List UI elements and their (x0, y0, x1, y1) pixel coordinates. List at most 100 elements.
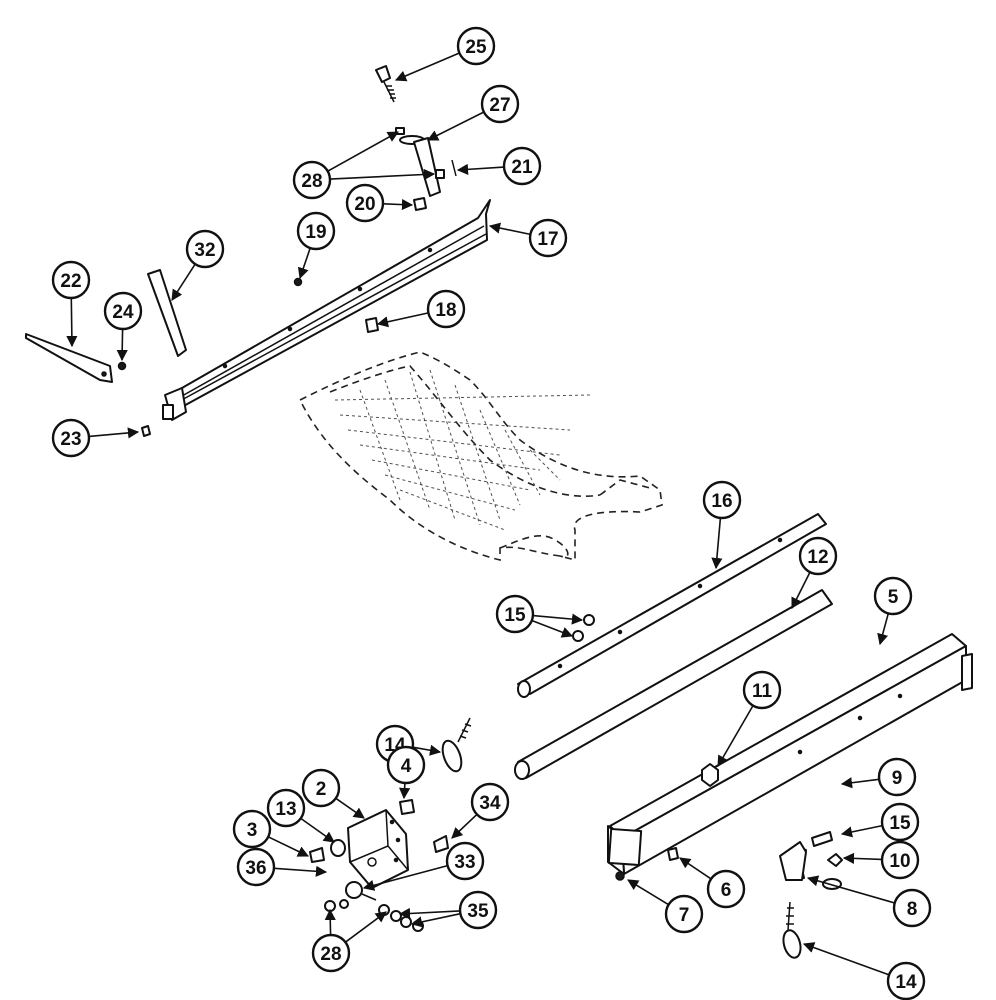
callout-16: 16 (702, 480, 742, 520)
callout-number: 19 (305, 222, 326, 243)
strip-32-part (147, 269, 187, 357)
tapered-bar-22-part (25, 333, 113, 383)
callout-number: 10 (889, 851, 910, 872)
upper-hardware (117, 65, 457, 437)
lower-left-hardware (309, 799, 449, 932)
callout-number: 2 (316, 779, 327, 800)
nuts-15-upper (572, 614, 595, 642)
callout-number: 32 (194, 240, 215, 261)
callout-17: 17 (528, 218, 568, 258)
callout-25: 25 (456, 26, 496, 66)
leader-line-9 (840, 777, 880, 789)
leader-line-32 (171, 263, 196, 301)
callout-number: 21 (511, 157, 533, 178)
callout-11: 11 (742, 670, 782, 710)
callout-number: 18 (435, 300, 456, 321)
callout-circle (877, 757, 917, 797)
callout-circle (873, 576, 913, 616)
callout-22: 22 (51, 260, 91, 300)
callout-8: 8 (892, 888, 932, 928)
callout-number: 20 (354, 194, 375, 215)
callout-circle (742, 670, 782, 710)
callout-5: 5 (873, 576, 913, 616)
callout-number: 28 (301, 171, 322, 192)
leader-line-13 (300, 817, 335, 843)
tube-16-part (517, 513, 827, 698)
leader-line-33 (362, 864, 448, 891)
concave-grate-part (298, 351, 663, 562)
leader-line-6 (679, 857, 712, 880)
callout-circle (702, 480, 742, 520)
leader-line-8 (806, 875, 895, 904)
leader-line-14 (412, 744, 442, 756)
leader-line-3 (267, 836, 310, 857)
callout-number: 36 (245, 858, 266, 879)
callout-32: 32 (185, 229, 225, 269)
callout-15: 15 (880, 802, 920, 842)
callout-23: 23 (51, 418, 91, 458)
callout-circle (386, 745, 426, 785)
callout-circle (892, 888, 932, 928)
callout-number: 15 (504, 605, 526, 626)
callout-circle (445, 841, 485, 881)
leader-line-11 (717, 705, 754, 767)
callout-4: 4 (386, 745, 426, 785)
callout-number: 22 (60, 271, 81, 292)
callout-circle (664, 894, 704, 934)
callout-circle (292, 160, 332, 200)
callout-number: 35 (467, 901, 489, 922)
callout-number: 33 (454, 852, 475, 873)
callout-circle (886, 961, 926, 1000)
callout-18: 18 (426, 289, 466, 329)
callout-circle (51, 418, 91, 458)
callout-6: 6 (706, 869, 746, 909)
callout-34: 34 (470, 782, 510, 822)
leader-line-25 (394, 52, 460, 82)
leader-line-24 (116, 328, 128, 362)
leader-line-5 (877, 613, 890, 646)
callout-10: 10 (880, 840, 920, 880)
callout-circle (458, 890, 498, 930)
callout-14: 14 (886, 961, 926, 1000)
eye-bolt-14-top (441, 717, 472, 773)
callout-number: 6 (721, 880, 732, 901)
callout-number: 7 (679, 905, 690, 926)
callout-number: 24 (112, 302, 134, 323)
callout-circle (311, 933, 351, 973)
callout-circle (495, 594, 535, 634)
callout-circle (301, 768, 341, 808)
callout-number: 15 (889, 813, 911, 834)
callout-number: 9 (892, 768, 903, 789)
callout-28: 28 (311, 933, 351, 973)
callout-circle (528, 218, 568, 258)
callout-number: 28 (320, 944, 341, 965)
callout-28: 28 (292, 160, 332, 200)
callout-number: 4 (401, 756, 412, 777)
callout-number: 27 (489, 95, 510, 116)
callout-number: 23 (60, 429, 81, 450)
leader-line-10 (842, 852, 883, 864)
leader-line-28 (344, 911, 387, 943)
callout-3: 3 (232, 809, 272, 849)
leader-line-35 (398, 907, 461, 920)
leader-line-21 (456, 163, 505, 175)
callout-12: 12 (798, 536, 838, 576)
leader-line-14 (802, 942, 890, 976)
callout-number: 5 (888, 587, 899, 608)
callout-7: 7 (664, 894, 704, 934)
callout-circle (103, 291, 143, 331)
callout-15: 15 (495, 594, 535, 634)
bracket-8-part (779, 841, 807, 881)
callout-circle (426, 289, 466, 329)
callout-number: 12 (807, 547, 828, 568)
callout-9: 9 (877, 757, 917, 797)
leader-line-28 (329, 168, 436, 181)
leader-line-15 (531, 619, 574, 638)
leader-line-7 (627, 879, 670, 906)
leader-line-16 (711, 517, 723, 570)
callout-circle (51, 260, 91, 300)
callout-circle (706, 869, 746, 909)
callout-circle (502, 146, 542, 186)
callout-circle (185, 229, 225, 269)
